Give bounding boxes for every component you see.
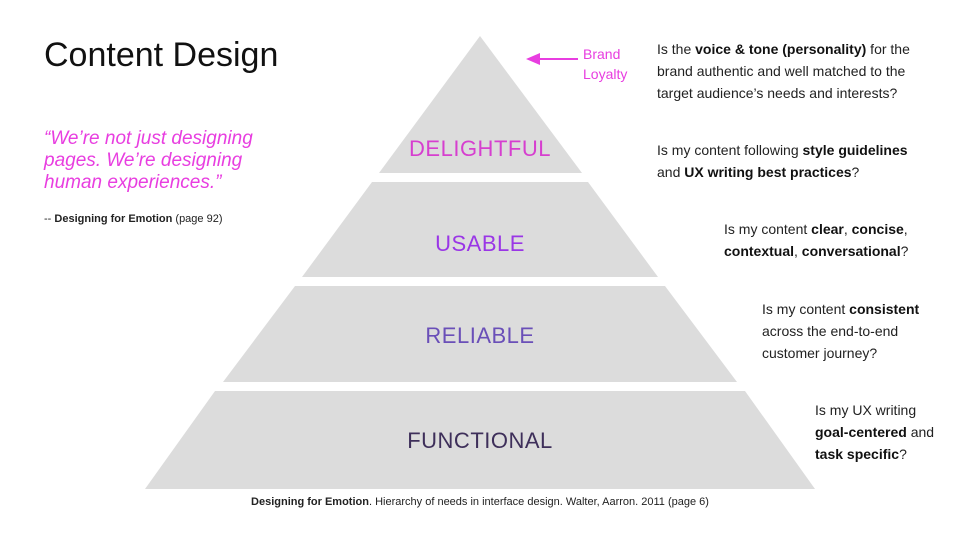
- brand-loyalty-label: Brand Loyalty: [583, 44, 627, 84]
- tier-label-functional: FUNCTIONAL: [407, 428, 553, 453]
- question-text: and: [906, 424, 935, 440]
- question-reliable: Is my content consistent across the end-…: [762, 298, 919, 364]
- quote-text: “We’re not just designing pages. We’re d…: [44, 128, 253, 193]
- question-text: ?: [900, 243, 909, 259]
- question-usable: Is my content clear, concise, contextual…: [724, 218, 908, 262]
- footer-book: Designing for Emotion: [251, 496, 369, 508]
- brand-loyalty-arrowhead: [526, 53, 540, 65]
- question-text: target audience’s needs and interests?: [657, 85, 898, 101]
- citation-prefix: --: [44, 213, 55, 225]
- question-text: and: [657, 164, 685, 180]
- question-text: ,: [903, 221, 908, 237]
- question-style-guidelines: Is my content following style guidelines…: [657, 139, 908, 183]
- question-keyword: concise: [851, 221, 904, 237]
- pyramid-tier-reliable: [223, 286, 737, 382]
- question-text: ,: [794, 243, 802, 259]
- quote-citation: -- Designing for Emotion (page 92): [44, 213, 223, 225]
- question-text: customer journey?: [762, 345, 878, 361]
- question-keyword: contextual: [724, 243, 795, 259]
- pyramid-tier-usable: [302, 182, 658, 277]
- question-text: Is my content: [724, 221, 812, 237]
- question-text: Is my UX writing: [815, 402, 917, 418]
- question-functional: Is my UX writing goal-centered and task …: [815, 399, 934, 465]
- brand-loyalty-line2: Loyalty: [583, 66, 628, 82]
- source-citation: Designing for Emotion. Hierarchy of need…: [0, 496, 960, 508]
- question-text: Is my content following: [657, 142, 803, 158]
- pyramid-tier-functional: [145, 391, 815, 489]
- question-text: ?: [851, 164, 860, 180]
- question-text: brand authentic and well matched to the: [657, 63, 906, 79]
- question-keyword: conversational: [801, 243, 901, 259]
- question-keyword: clear: [811, 221, 844, 237]
- citation-book: Designing for Emotion: [54, 213, 173, 225]
- tier-label-reliable: RELIABLE: [425, 323, 535, 348]
- pyramid-tier-delightful: [379, 36, 582, 173]
- brand-loyalty-line1: Brand: [583, 46, 621, 62]
- question-keyword: task specific: [815, 446, 900, 462]
- question-keyword: goal-centered: [815, 424, 907, 440]
- footer-rest: . Hierarchy of needs in interface design…: [368, 496, 709, 508]
- question-text: Is the: [657, 41, 696, 57]
- tier-label-delightful: DELIGHTFUL: [409, 136, 551, 161]
- question-text: ,: [843, 221, 852, 237]
- question-text: ?: [899, 446, 907, 462]
- question-keyword: style guidelines: [802, 142, 908, 158]
- question-keyword: consistent: [849, 301, 920, 317]
- question-voice-tone: Is the voice & tone (personality) for th…: [657, 38, 910, 104]
- tier-label-usable: USABLE: [435, 231, 525, 256]
- question-keyword: voice & tone (personality): [695, 41, 867, 57]
- question-keyword: UX writing best practices: [684, 164, 852, 180]
- question-text: across the end-to-end: [762, 323, 899, 339]
- question-text: Is my content: [762, 301, 850, 317]
- question-text: for the: [866, 41, 910, 57]
- citation-page: (page 92): [172, 213, 223, 225]
- slide-title: Content Design: [44, 36, 279, 74]
